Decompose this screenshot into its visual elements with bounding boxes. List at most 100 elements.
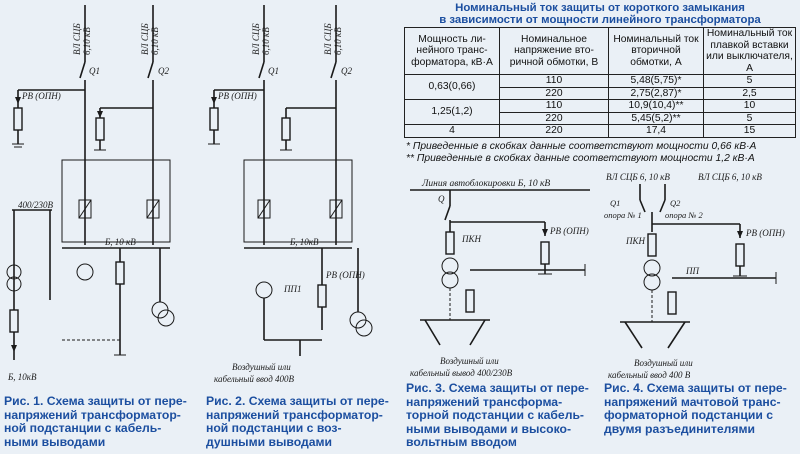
fig1-q1-label: Q1 [89,66,100,76]
fig3-caption-line: напряжений трансформа- [406,394,563,409]
fig3-rv-label: РВ (ОПН) [549,226,589,236]
fig2-caption: Рис. 2. Схема защиты от пере- напряжений… [206,394,402,449]
fig1-line-voltage-2: 6,10 кВ [150,27,160,55]
fig1-caption-line: Рис. 1. Схема защиты от пере- [4,394,187,408]
table-row: 220 5,45(5,2)** 5 [405,111,796,125]
fig4-out-label-1: Воздушный или [634,358,693,368]
table-cell: 220 [499,124,609,138]
fig3-caption-line: ными выводами и высоко- [406,421,572,436]
fig3-caption-line: торной подстанции с кабель- [406,408,584,423]
table-cell: 10,9(10,4)** [608,99,704,113]
fig2-pp-label: ПП1 [283,284,302,294]
fig2-rv-label: РВ (ОПН) [217,91,257,101]
fig3-caption: Рис. 3. Схема защиты от пере- напряжений… [406,381,598,450]
fig4-op2-label: опора № 2 [665,210,704,220]
table-cell: 5 [703,74,796,88]
fig4-caption: Рис. 4. Схема защиты от пере- напряжений… [604,381,798,436]
fig2-line-label: ВЛ СЦБ [251,23,261,55]
fig4-q1-label: Q1 [610,198,620,208]
table-cell: 1,25(1,2) [404,99,500,125]
fig1-q2-label: Q2 [158,66,169,76]
fig3-out-label-1: Воздушный или [440,356,499,366]
table-cell: 110 [499,74,609,88]
fig1-line-label: ВЛ СЦБ [72,23,82,55]
fig1-rv-label: РВ (ОПН) [21,91,61,101]
fig2-caption-line: ной подстанции с воз- [206,421,342,436]
fig2-rv-label-2: РВ (ОПН) [325,270,365,280]
fig4-q2-label: Q2 [670,198,681,208]
table-header-cell: Номинальный ток плавкой вставки или выкл… [703,27,796,75]
fig1-tr-label: 400/230В [18,200,54,210]
table-row: 0,63(0,66) 110 5,48(5,75)* 5 [404,74,796,100]
fig1-caption: Рис. 1. Схема защиты от пере- напряжений… [4,394,200,449]
fig2-line-voltage: 6,10 кВ [261,27,271,55]
fig3-out-label-2: кабельный вывод 400/230В [410,368,513,378]
fig2-caption-line: напряжений трансформатор- [206,407,383,422]
table-cell: 17,4 [608,124,704,138]
fig4-line1-label: ВЛ СЦБ 6, 10 кВ [606,172,670,182]
table-note-1: * Приведенные в скобках данные соответст… [406,141,757,152]
fig2-bus-label: Б, 10кВ [289,237,319,247]
current-table: Мощность ли-нейного транс-форматора, кВ·… [404,27,796,138]
fig2-out-label-2: кабельный ввод 400В [214,374,294,384]
fig1-line-label-2: ВЛ СЦБ [140,23,150,55]
fig4-op1-label: опора № 1 [604,210,642,220]
fig4-pkn-label: ПКН [625,236,645,246]
fig2-line-voltage-2: 6,10 кВ [333,27,343,55]
table-title-line: в зависимости от мощности линейного тран… [439,14,761,26]
table-cell: 2,75(2,87)* [608,86,704,100]
fig4-rv-label: РВ (ОПН) [745,228,785,238]
table-cell: 220 [499,86,609,100]
table-header-row: Мощность ли-нейного транс-форматора, кВ·… [404,27,796,75]
table-cell: 15 [703,124,796,138]
fig2-q2-label: Q2 [341,66,352,76]
table-header-cell: Номинальный ток вторичной обмотки, А [608,27,704,75]
fig2-caption-line: Рис. 2. Схема защиты от пере- [206,394,389,408]
fig3-pkn-label: ПКН [461,234,481,244]
fig2-caption-line: душными выводами [206,434,333,449]
fig3-line-label: Линия автоблокировки Б, 10 кВ [421,178,550,189]
fig1-caption-line: ными выводами [4,434,106,449]
table-cell: 110 [499,99,609,113]
table-row: 4 220 17,4 15 [404,124,796,138]
table-cell: 4 [404,124,500,138]
table-header-cell: Мощность ли-нейного транс-форматора, кВ·… [404,27,500,75]
fig1-bus-label: Б, 10 кВ [104,237,136,247]
fig4-caption-line: форматорной подстанции с [604,408,773,423]
fig2-out-label-1: Воздушный или [232,362,291,372]
fig1-caption-line: напряжений трансформатор- [4,407,181,422]
table-cell: 0,63(0,66) [404,74,500,100]
fig4-diagram: ВЛ СЦБ 6, 10 кВ ВЛ СЦБ 6, 10 кВ Q1 Q2 оп… [604,172,785,380]
table-note-2: ** Приведенные в скобках данные соответс… [406,153,755,164]
fig3-caption-line: Рис. 3. Схема защиты от пере- [406,381,589,395]
fig2-line-label-2: ВЛ СЦБ [323,23,333,55]
table-cell: 5,48(5,75)* [608,74,704,88]
fig4-line2-label: ВЛ СЦБ 6, 10 кВ [698,172,762,182]
table-row: 220 2,75(2,87)* 2,5 [405,86,796,100]
fig4-caption-line: напряжений мачтовой транс- [604,394,781,409]
table-cell: 220 [499,111,609,125]
table-title-line: Номинальный ток защиты от короткого замы… [455,2,745,14]
fig4-caption-line: двумя разъединителями [604,421,756,436]
fig4-caption-line: Рис. 4. Схема защиты от пере- [604,381,787,395]
table-cell: 5 [703,111,796,125]
fig2-diagram: ВЛ СЦБ 6,10 кВ ВЛ СЦБ 6,10 кВ Q1 Q2 РВ (… [208,5,373,384]
table-cell: 5,45(5,2)** [608,111,704,125]
fig4-pp-label: ПП [685,266,699,276]
fig3-caption-line: вольтным вводом [406,435,517,450]
fig4-out-label-2: кабельный ввод 400 В [608,370,691,380]
fig1-out-label: Б, 10кВ [7,372,37,382]
fig1-line-voltage: 6,10 кВ [82,27,92,55]
fig1-diagram: ВЛ СЦБ 6,10 кВ ВЛ СЦБ 6,10 кВ Q1 Q2 РВ (… [6,5,175,382]
fig3-q-label: Q [438,194,445,204]
fig2-q1-label: Q1 [268,66,279,76]
table-cell: 2,5 [703,86,796,100]
table-row: 1,25(1,2) 110 10,9(10,4)** 10 [404,99,796,125]
table-header-cell: Номинальное напряжение вто-ричной обмотк… [499,27,609,75]
table-cell: 10 [703,99,796,113]
table-title: Номинальный ток защиты от короткого замы… [404,2,796,26]
fig1-caption-line: ной подстанции с кабель- [4,421,162,436]
fig3-diagram: Линия автоблокировки Б, 10 кВ Q РВ (ОПН)… [410,178,590,378]
